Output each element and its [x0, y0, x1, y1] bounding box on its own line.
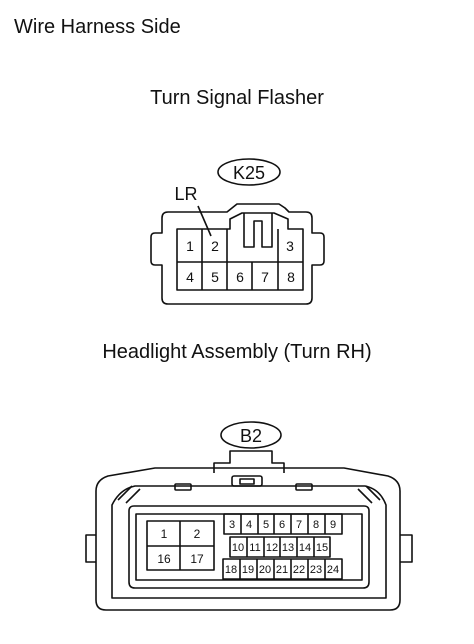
k25-pin: 3	[286, 238, 294, 254]
b2-pin: 21	[276, 564, 288, 576]
connector-title-k25: Turn Signal Flasher	[150, 87, 324, 109]
b2-pin: 13	[282, 542, 294, 554]
b2-pin: 20	[259, 564, 271, 576]
b2-pin: 24	[327, 564, 339, 576]
page-header: Wire Harness Side	[14, 16, 181, 38]
k25-pin: 7	[261, 269, 269, 285]
k25-housing-outline	[150, 203, 325, 305]
b2-pin: 10	[232, 542, 244, 554]
b2-housing-outline	[95, 467, 401, 611]
k25-pin: 8	[287, 269, 295, 285]
b2-pin: 17	[190, 552, 204, 566]
b2-pin: 4	[246, 519, 252, 531]
b2-pin-frame	[128, 505, 370, 589]
k25-code: K25	[233, 163, 265, 183]
b2-pin: 12	[266, 542, 278, 554]
k25-pin: 2	[211, 238, 219, 254]
k25-pin: 1	[186, 238, 194, 254]
b2-pin: 3	[229, 519, 235, 531]
k25-pin: 4	[186, 269, 194, 285]
b2-pin: 15	[316, 542, 328, 554]
b2-pin: 1	[161, 527, 168, 541]
b2-pin: 2	[194, 527, 201, 541]
b2-pin: 7	[296, 519, 302, 531]
b2-pin: 19	[242, 564, 254, 576]
b2-pin: 14	[299, 542, 311, 554]
connector-title-b2: Headlight Assembly (Turn RH)	[102, 341, 372, 363]
lr-leader-line	[197, 205, 212, 237]
b2-pin: 5	[263, 519, 269, 531]
b2-pin: 18	[225, 564, 237, 576]
b2-pin: 16	[157, 552, 171, 566]
lr-wire-label: LR	[174, 184, 197, 204]
b2-pin: 22	[293, 564, 305, 576]
b2-pin: 23	[310, 564, 322, 576]
b2-pin: 8	[313, 519, 319, 531]
k25-code-oval	[217, 158, 281, 186]
k25-latch	[243, 213, 273, 248]
b2-pin: 6	[279, 519, 285, 531]
b2-pin: 11	[249, 542, 260, 554]
k25-pin: 6	[236, 269, 244, 285]
b2-pin: 9	[330, 519, 336, 531]
b2-latch	[213, 450, 285, 473]
k25-pin-frame	[176, 212, 304, 291]
b2-code: B2	[240, 426, 262, 446]
b2-code-oval	[220, 421, 282, 449]
k25-pin: 5	[211, 269, 219, 285]
